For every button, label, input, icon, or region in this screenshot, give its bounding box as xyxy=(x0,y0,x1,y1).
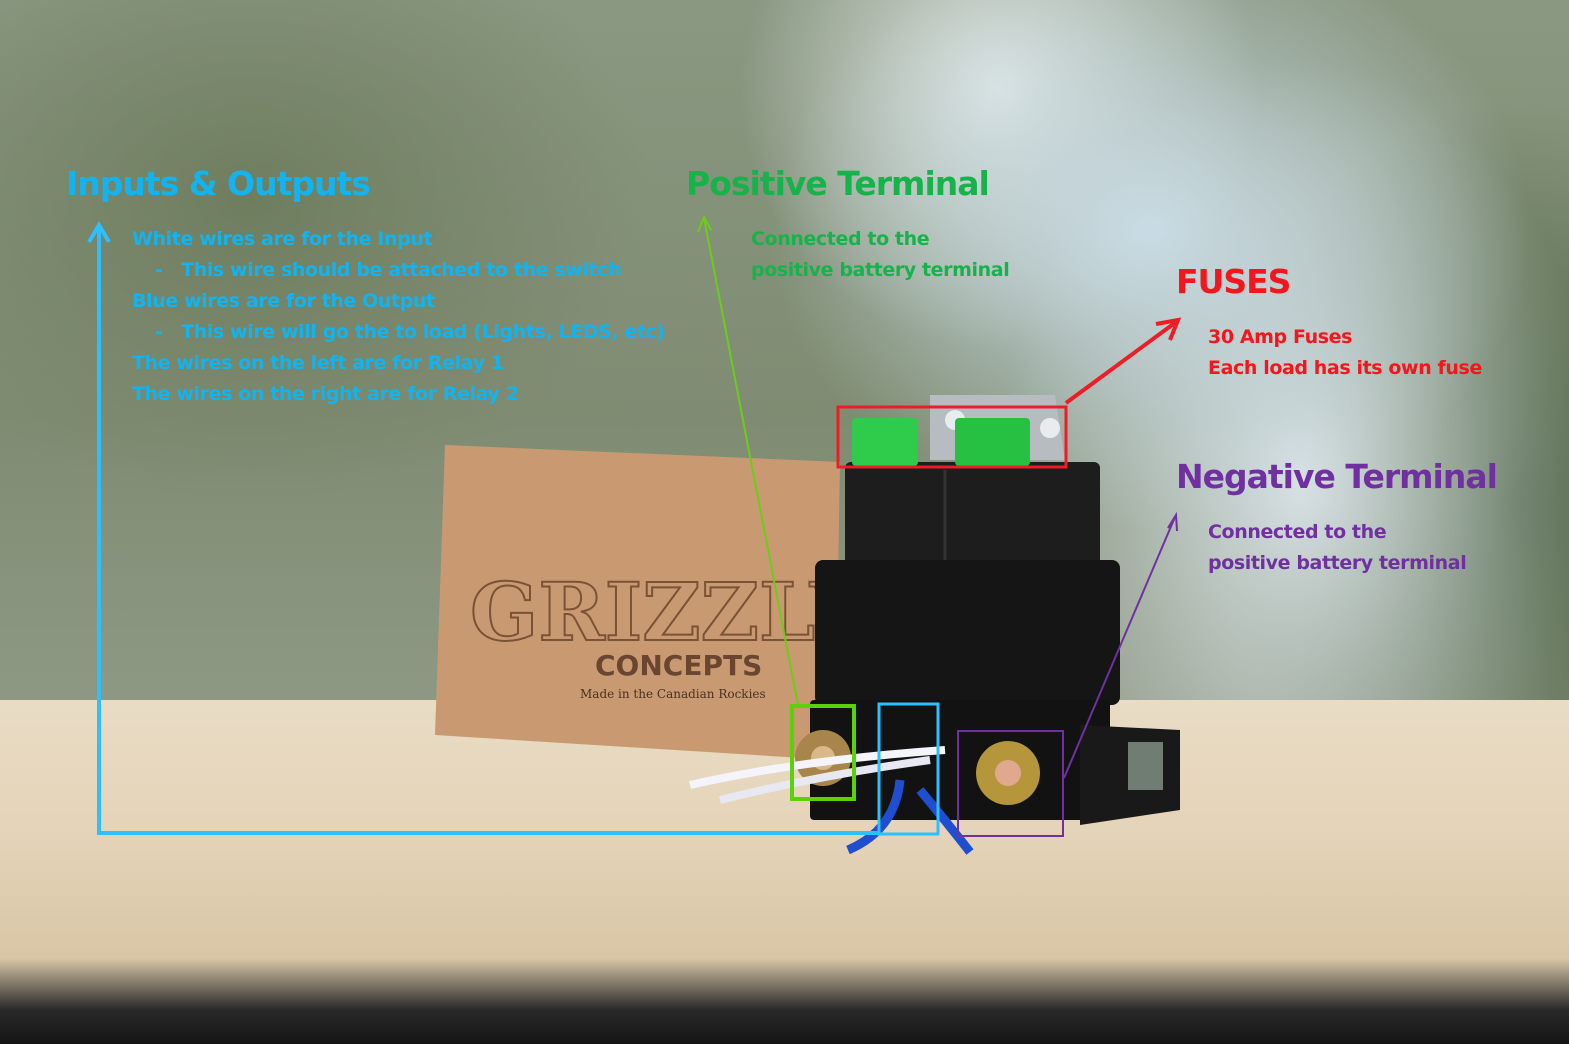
fuses-highlight-box xyxy=(836,405,1068,469)
fuses-arrow xyxy=(1064,317,1182,405)
inputs-outputs-line: The wires on the right are for Relay 2 xyxy=(132,383,519,405)
white-wire xyxy=(689,746,946,789)
fuses-line: Each load has its own fuse xyxy=(1208,357,1482,379)
negative-terminal-arrow xyxy=(1063,511,1178,779)
wooden-base-board xyxy=(0,700,1569,1044)
negative-terminal-highlight-box xyxy=(957,730,1064,837)
wooden-logo-card: GRIZZLY CONCEPTS Made in the Canadian Ro… xyxy=(435,445,869,760)
logo-brand: GRIZZLY xyxy=(470,565,868,659)
positive-terminal-line: positive battery terminal xyxy=(751,259,1010,281)
inputs-outputs-bracket-arrow xyxy=(87,221,880,835)
inputs-outputs-line: - This wire will go the to load (Lights,… xyxy=(155,321,665,343)
inputs-outputs-line: - This wire should be attached to the sw… xyxy=(155,259,622,281)
positive-terminal-title: Positive Terminal xyxy=(686,164,990,203)
fuses-title: FUSES xyxy=(1176,262,1291,301)
inputs-outputs-line: White wires are for the Input xyxy=(132,228,433,250)
inputs-outputs-line: The wires on the left are for Relay 1 xyxy=(132,352,504,374)
fuses-line: 30 Amp Fuses xyxy=(1208,326,1353,348)
blue-wire xyxy=(846,779,905,855)
inputs-outputs-line: Blue wires are for the Output xyxy=(132,290,435,312)
fuse-2 xyxy=(955,418,1030,466)
logo-sub: CONCEPTS xyxy=(595,649,762,682)
positive-terminal-arrow xyxy=(697,214,799,706)
negative-terminal-line: Connected to the xyxy=(1208,521,1387,543)
positive-terminal-highlight-box xyxy=(790,704,856,801)
blue-wire-highlight-box xyxy=(877,702,940,836)
logo-tagline: Made in the Canadian Rockies xyxy=(580,687,766,701)
fuse-1 xyxy=(852,418,918,466)
inputs-outputs-title: Inputs & Outputs xyxy=(66,164,371,203)
negative-terminal-title: Negative Terminal xyxy=(1176,457,1498,496)
negative-terminal-line: positive battery terminal xyxy=(1208,552,1467,574)
positive-terminal-line: Connected to the xyxy=(751,228,930,250)
